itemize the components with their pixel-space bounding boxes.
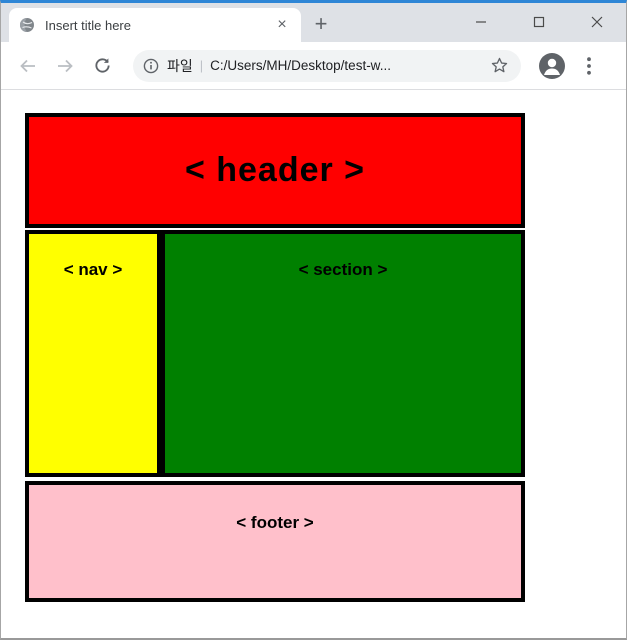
url-scheme-label: 파일 [167, 57, 193, 74]
back-arrow-icon [20, 59, 35, 72]
middle-row: < nav > < section > [25, 230, 525, 477]
minimize-icon [476, 20, 486, 23]
back-button[interactable] [11, 49, 45, 83]
forward-arrow-icon [58, 59, 73, 72]
tab-strip: Insert title here × + [1, 3, 626, 42]
close-window-button[interactable] [568, 3, 626, 40]
bookmark-star-icon [491, 57, 508, 73]
browser-toolbar: 파일 | C:/Users/MH/Desktop/test-w... [1, 42, 626, 90]
forward-button[interactable] [48, 49, 82, 83]
header-label: < header > [184, 151, 366, 189]
section-box: < section > [161, 230, 525, 477]
footer-label: < footer > [236, 513, 314, 532]
maximize-button[interactable] [510, 3, 568, 40]
reload-icon [94, 58, 110, 73]
minimize-button[interactable] [452, 3, 510, 40]
url-separator: | [199, 58, 204, 73]
footer-box: < footer > [25, 481, 525, 602]
maximize-icon [533, 16, 545, 27]
header-box: < header > [25, 113, 525, 228]
reload-button[interactable] [85, 49, 119, 83]
tab-close-icon[interactable]: × [273, 16, 291, 34]
url-text: C:/Users/MH/Desktop/test-w... [210, 58, 391, 73]
nav-box: < nav > [25, 230, 161, 477]
browser-menu-button[interactable] [576, 56, 602, 75]
new-tab-button[interactable]: + [307, 10, 335, 38]
section-label: < section > [298, 260, 388, 279]
nav-label: < nav > [63, 260, 123, 279]
browser-tab[interactable]: Insert title here × [9, 8, 301, 42]
tab-title: Insert title here [45, 17, 131, 33]
window-controls [452, 3, 626, 40]
profile-avatar-button[interactable] [538, 52, 566, 80]
address-bar[interactable]: 파일 | C:/Users/MH/Desktop/test-w... [133, 49, 521, 82]
kebab-menu-icon [587, 56, 591, 75]
close-window-icon [591, 16, 603, 27]
bookmark-star-button[interactable] [488, 56, 511, 75]
globe-favicon-icon [20, 18, 34, 32]
info-icon [143, 58, 159, 73]
page-viewport: < header > < nav > < section > < footer … [1, 90, 626, 638]
profile-avatar-icon [539, 52, 565, 79]
